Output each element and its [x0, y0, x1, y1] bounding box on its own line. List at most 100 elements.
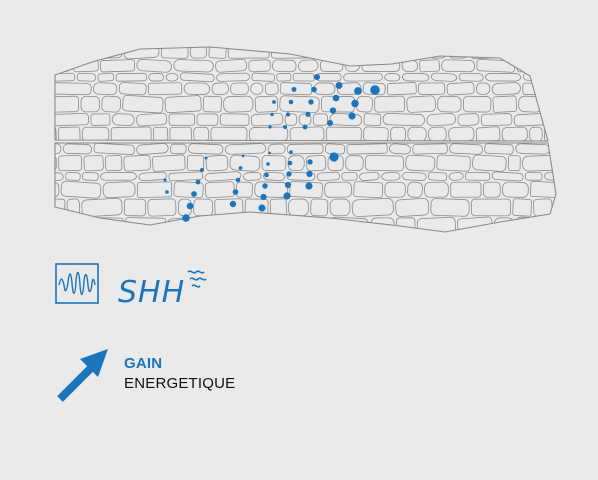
blue-dot — [289, 150, 293, 154]
stone — [58, 155, 83, 172]
stone — [248, 126, 289, 141]
stone — [115, 72, 147, 82]
stone — [384, 73, 401, 82]
stone — [250, 82, 264, 95]
stone — [65, 172, 81, 181]
stone — [389, 143, 411, 155]
stone — [211, 82, 229, 95]
blue-dot — [258, 204, 266, 212]
stone — [512, 198, 532, 217]
stone — [81, 197, 123, 218]
stone — [428, 171, 448, 182]
blue-dot — [311, 86, 317, 93]
blue-dot — [163, 178, 167, 182]
stone — [402, 171, 427, 181]
stone — [173, 181, 204, 199]
stone — [189, 47, 208, 59]
stone — [428, 126, 447, 141]
stone — [324, 181, 352, 198]
stone — [507, 155, 521, 172]
stone — [118, 82, 147, 96]
stone — [353, 181, 384, 199]
stone — [551, 60, 588, 71]
blue-dot — [266, 162, 270, 166]
stone — [506, 47, 526, 59]
stone — [55, 47, 62, 59]
stone — [363, 47, 383, 59]
stone — [273, 217, 301, 232]
stone — [542, 47, 548, 59]
stone — [458, 72, 484, 82]
stone — [229, 154, 261, 172]
stone — [336, 82, 362, 96]
stone — [472, 154, 507, 172]
blue-dot — [306, 170, 313, 178]
stone — [263, 171, 285, 181]
blue-dot — [291, 87, 297, 92]
stone — [365, 154, 404, 172]
blue-dot — [305, 182, 313, 190]
stone — [152, 154, 186, 172]
stone — [204, 171, 242, 182]
stone — [515, 216, 553, 232]
blue-dot — [283, 125, 287, 129]
stone — [289, 181, 323, 199]
blue-dot — [204, 156, 208, 160]
stone — [55, 112, 89, 127]
stone — [341, 172, 358, 181]
stone — [436, 154, 471, 172]
stone — [97, 72, 115, 82]
blue-dot — [370, 85, 380, 95]
stone — [55, 95, 80, 113]
stone — [475, 82, 491, 95]
stone — [462, 95, 492, 113]
stone — [55, 181, 60, 198]
stone — [57, 126, 81, 141]
stone — [492, 95, 517, 113]
stone — [105, 155, 123, 172]
stone — [193, 126, 209, 141]
blue-dot — [182, 214, 190, 222]
stone — [55, 126, 57, 141]
blue-dot — [235, 177, 241, 183]
stone — [83, 154, 104, 172]
blue-dot — [287, 160, 293, 166]
stone — [165, 73, 179, 82]
blue-dot — [264, 172, 269, 178]
gain-title: GAIN — [124, 355, 163, 372]
blue-dot — [288, 99, 294, 105]
blue-dot — [165, 190, 169, 194]
stone — [168, 171, 204, 182]
stone — [485, 73, 522, 82]
stone — [173, 59, 214, 73]
blue-dot — [332, 94, 340, 102]
stone — [317, 171, 341, 182]
stone — [310, 198, 329, 217]
stone — [100, 172, 137, 181]
blue-dot — [305, 111, 311, 118]
stone — [219, 113, 250, 126]
gain-subtitle: ENERGETIQUE — [124, 375, 236, 392]
stone — [81, 126, 110, 141]
stone — [344, 47, 362, 59]
blue-dot — [283, 192, 291, 200]
stone — [419, 59, 440, 73]
stone — [248, 59, 271, 73]
stone — [279, 95, 320, 113]
stone — [136, 143, 169, 155]
stone — [482, 181, 501, 198]
stone — [471, 198, 512, 217]
stone — [111, 113, 135, 126]
blue-dot — [285, 112, 291, 117]
stone — [93, 82, 118, 96]
arrow-up-right-icon — [57, 349, 108, 402]
stone — [382, 112, 425, 127]
stone — [224, 143, 267, 155]
blue-dot — [327, 120, 333, 126]
stone — [430, 198, 470, 217]
stone — [186, 155, 205, 172]
stone — [276, 72, 292, 82]
stone — [457, 113, 480, 127]
stone — [465, 172, 491, 181]
stone — [215, 58, 247, 73]
